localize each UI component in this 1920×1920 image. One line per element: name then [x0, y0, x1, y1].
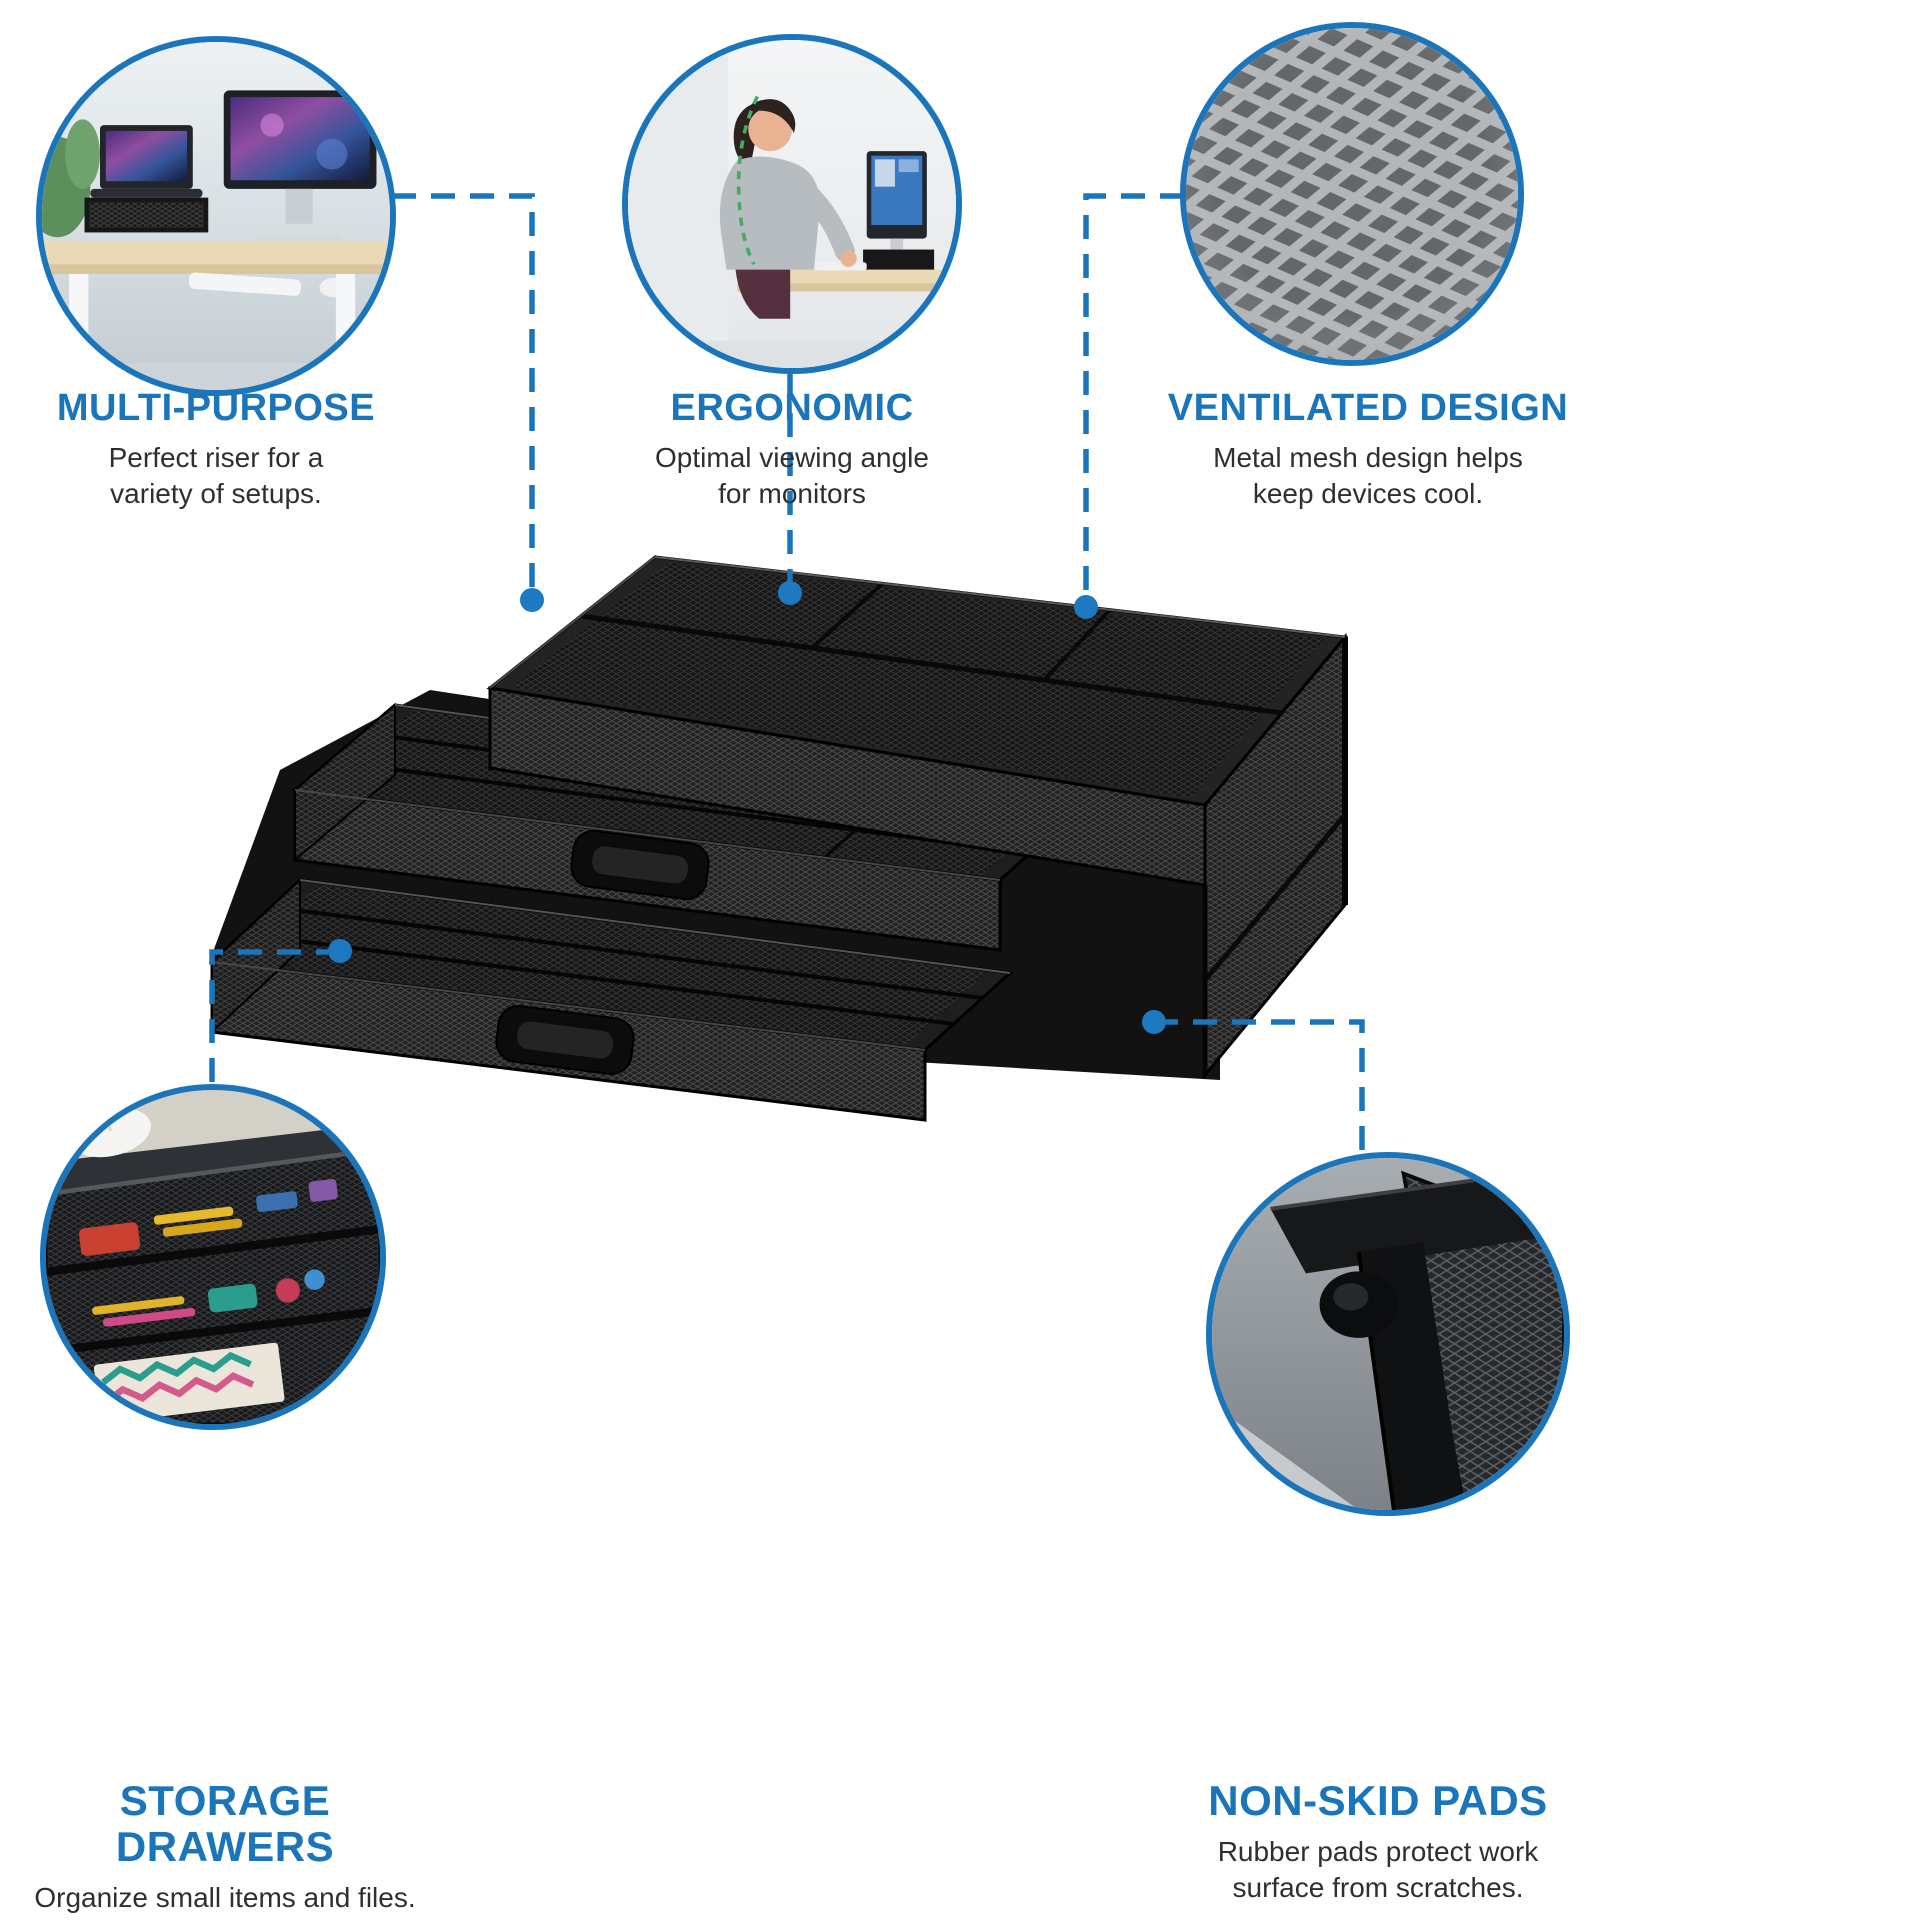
feature-non-skid-pads: NON-SKID PADS Rubber pads protect work s…: [1108, 1777, 1648, 1906]
feature-title: ERGONOMIC: [670, 387, 914, 429]
feature-description: Organize small items and files.: [34, 1882, 416, 1914]
desk-setup-photo: [36, 36, 396, 396]
mesh-closeup-scene: [1186, 28, 1518, 360]
side-mesh-panel: [1202, 632, 1348, 1080]
feature-description: Rubber pads protect work surface from sc…: [1217, 1836, 1539, 1904]
feature-description: Metal mesh design helps keep devices coo…: [1213, 441, 1523, 509]
desk-setup-scene: [42, 42, 390, 390]
lower-drawer-handle: [495, 1004, 635, 1076]
seated-user-photo: [622, 34, 962, 374]
feature-title: VENTILATED DESIGN: [1167, 387, 1569, 429]
top-tray: [486, 554, 1348, 887]
feature-storage-drawers: STORAGE DRAWERS Organize small items and…: [5, 1777, 445, 1916]
upper-drawer-handle: [570, 829, 710, 901]
feature-ergonomic: ERGONOMIC Optimal viewing angle for moni…: [572, 387, 1012, 511]
feature-description: Optimal viewing angle for monitors: [655, 441, 929, 509]
feature-description: Perfect riser for a variety of setups.: [108, 441, 324, 509]
corner-pad-scene: [1212, 1158, 1564, 1510]
mesh-closeup-photo: [1180, 22, 1524, 366]
feature-multi-purpose: MULTI-PURPOSE Perfect riser for a variet…: [26, 387, 406, 511]
feature-ventilated-design: VENTILATED DESIGN Metal mesh design help…: [1118, 387, 1618, 511]
product-render: [208, 554, 1348, 1122]
seated-user-scene: [628, 40, 956, 368]
corner-pad-photo: [1206, 1152, 1570, 1516]
feature-title: STORAGE DRAWERS: [115, 1777, 335, 1871]
drawer-contents-photo: [40, 1084, 386, 1430]
drawer-contents-scene: [46, 1090, 380, 1424]
feature-title: NON-SKID PADS: [1208, 1777, 1548, 1824]
feature-title: MULTI-PURPOSE: [56, 387, 376, 429]
